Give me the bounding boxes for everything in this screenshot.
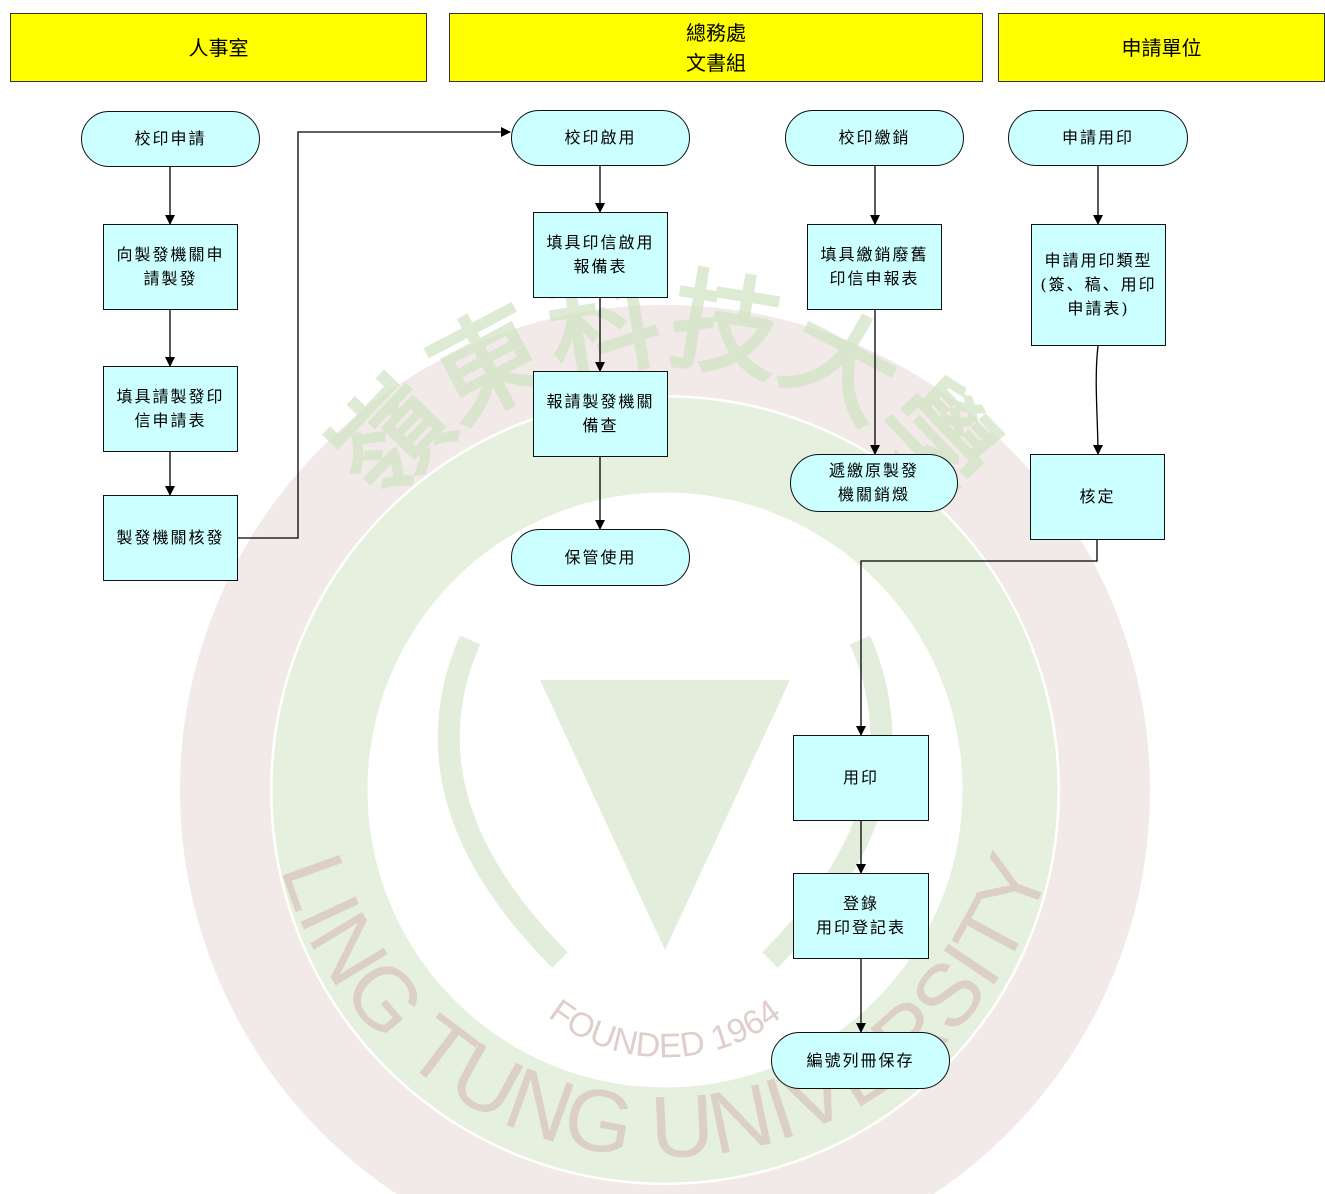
- node-stamp-type[interactable]: 申請用印類型 (簽、稿、用印 申請表): [1031, 224, 1166, 346]
- lane-label: 申請單位: [1121, 35, 1202, 60]
- node-fill-request-form[interactable]: 填具請製發印 信申請表: [103, 366, 238, 452]
- node-return-destroy[interactable]: 遞繳原製發 機關銷燬: [790, 454, 958, 512]
- watermark-founded: FOUNDED 1964: [543, 992, 788, 1065]
- node-fill-enable-report[interactable]: 填具印信啟用 報備表: [533, 212, 668, 298]
- lane-header-applicant: 申請單位: [998, 13, 1325, 82]
- node-fill-cancel-report[interactable]: 填具繳銷廢舊 印信申報表: [807, 224, 942, 310]
- lane-header-hr: 人事室: [10, 13, 427, 82]
- node-register[interactable]: 登錄 用印登記表: [793, 873, 929, 959]
- node-report-agency[interactable]: 報請製發機關 備查: [533, 371, 668, 457]
- node-approve[interactable]: 核定: [1030, 454, 1165, 540]
- lane-label-line1: 總務處: [686, 20, 746, 45]
- node-apply-stamp[interactable]: 申請用印: [1008, 110, 1188, 166]
- node-stamp[interactable]: 用印: [793, 735, 929, 821]
- lane-header-general-affairs: 總務處 文書組: [449, 13, 983, 82]
- lane-label: 人事室: [188, 35, 249, 60]
- lane-label-line2: 文書組: [686, 50, 746, 75]
- node-seal-apply[interactable]: 校印申請: [81, 111, 260, 167]
- node-seal-enable[interactable]: 校印啟用: [511, 110, 690, 166]
- node-custody-use[interactable]: 保管使用: [511, 529, 690, 586]
- node-seal-cancel[interactable]: 校印繳銷: [785, 110, 964, 166]
- node-agency-issue[interactable]: 製發機關核發: [103, 495, 238, 581]
- node-number-file[interactable]: 編號列冊保存: [771, 1032, 950, 1089]
- node-apply-agency[interactable]: 向製發機關申 請製發: [103, 224, 238, 310]
